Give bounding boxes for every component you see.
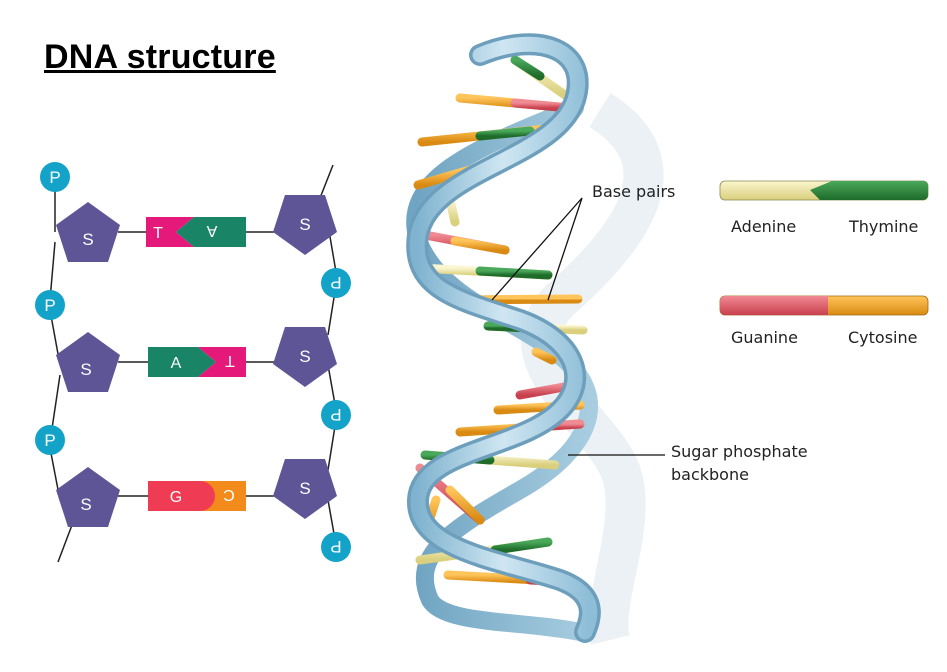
backbone-label-line2: backbone: [671, 465, 749, 484]
base-pair-row-1: T A: [146, 217, 246, 247]
phosphate-node: P: [321, 532, 351, 562]
helix-shadow: [521, 93, 664, 645]
sugar-label: S: [82, 230, 93, 249]
base-thymine-label: T: [153, 225, 163, 242]
sugar-node: S: [273, 195, 337, 255]
pointer-lines: [491, 197, 665, 456]
sugar-label: S: [80, 495, 91, 514]
legend-at-bar: [719, 180, 929, 201]
base-adenine-label: A: [206, 222, 217, 239]
legend-cytosine-label: Cytosine: [848, 328, 917, 347]
base-adenine-label: A: [171, 355, 182, 372]
base-pair-row-3: G C: [148, 481, 246, 511]
diagram-title: DNA structure: [44, 38, 276, 76]
base-thymine-label: T: [225, 352, 235, 369]
sugar-label: S: [299, 479, 310, 498]
sugar-node: S: [273, 459, 337, 519]
phosphate-label: P: [44, 431, 55, 450]
phosphate-node: P: [321, 400, 351, 430]
sugar-label: S: [299, 347, 310, 366]
sugar-node: S: [56, 332, 120, 392]
phosphate-label: P: [330, 405, 341, 424]
sugar-label: S: [80, 360, 91, 379]
sugar-node: S: [56, 467, 120, 527]
phosphate-node: P: [321, 268, 351, 298]
sugar-label: S: [299, 215, 310, 234]
phosphate-label: P: [330, 537, 341, 556]
backbone-label-line1: Sugar phosphate: [671, 442, 808, 461]
base-cytosine-label: C: [223, 486, 235, 503]
base-guanine-label: G: [170, 489, 182, 506]
phosphate-node: P: [40, 162, 70, 192]
double-helix: [406, 33, 664, 645]
dna-ladder: P P P P P P S S: [35, 162, 351, 563]
rungs: [118, 231, 275, 497]
phosphate-label: P: [44, 296, 55, 315]
legend-guanine-label: Guanine: [731, 328, 798, 347]
sugar-node: S: [56, 202, 120, 262]
helix-strand-back: [406, 99, 598, 641]
phosphate-label: P: [330, 273, 341, 292]
phosphate-node: P: [35, 425, 65, 455]
phosphate-label: P: [49, 168, 60, 187]
legend: Adenine Thymine Guanine Cytosine: [719, 180, 929, 347]
base-pair-row-2: A T: [148, 347, 246, 377]
phosphate-node: P: [35, 290, 65, 320]
base-pairs-label: Base pairs: [592, 182, 675, 201]
sugar-node: S: [273, 327, 337, 387]
legend-thymine-label: Thymine: [848, 217, 918, 236]
legend-gc-bar: [719, 295, 929, 316]
legend-adenine-label: Adenine: [731, 217, 796, 236]
